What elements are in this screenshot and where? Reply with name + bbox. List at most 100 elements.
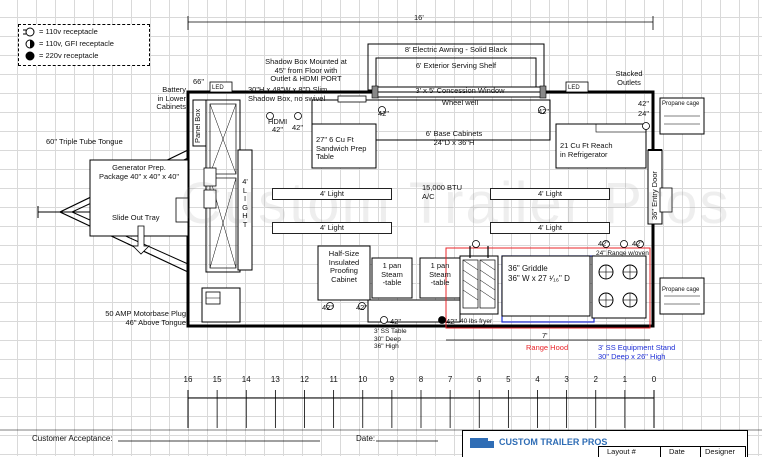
customer-acceptance-label: Customer Acceptance: (32, 434, 113, 443)
designer-label: Designer (705, 447, 736, 456)
ruler-tick-label: 5 (506, 375, 511, 384)
ruler-tick-label: 13 (270, 375, 280, 384)
height-label-3: 42" (378, 109, 390, 118)
receptacle-110v-icon (23, 27, 35, 37)
generator-box (89, 159, 189, 237)
height-label-9: 42" (446, 317, 458, 326)
receptacle-gfi-icon (25, 39, 35, 49)
layout-number-cell: Layout # (598, 446, 662, 457)
griddle (501, 255, 591, 317)
receptacle-legend: = 110v receptacle = 110v, GFI receptacle… (18, 24, 150, 66)
brand-logo-icon (470, 438, 494, 448)
steam-table-2-label: 1 pan Steam -table (429, 261, 451, 287)
proofing-label: Half-Size Insulated Proofing Cabinet (328, 249, 360, 284)
date-column-label: Date (669, 447, 685, 456)
steam-table-1 (371, 257, 413, 299)
ruler-tick-label: 1 (622, 375, 628, 384)
proofing-cabinet (317, 245, 371, 301)
light-2: 4' Light (272, 222, 392, 234)
sandwich-prep-table (311, 123, 377, 169)
griddle-label: 36" Griddle 36" W x 27 ¹⁄₁₆" D (508, 264, 570, 283)
height-label-hdmi: 42" (272, 125, 284, 134)
ruler-tick-label: 8 (418, 375, 424, 384)
height-label-6: 42" (322, 303, 334, 312)
height-66-label: 66" (193, 77, 205, 86)
height-label-10: 42" (598, 239, 610, 248)
ruler-tick-label: 15 (212, 375, 222, 384)
light-3: 4' Light (490, 188, 610, 200)
range-hood-length-label: 7' (542, 331, 548, 340)
hdmi-label: HDMI (268, 117, 288, 126)
window-label: 3' x 5' Concession Window (415, 86, 505, 95)
motorbase-label: 50 AMP Motorbase Plug 46" Above Tongue (105, 309, 186, 327)
light-4: 4' Light (490, 222, 610, 234)
ruler-tick-label: 3 (564, 375, 569, 384)
ruler-tick-label: 2 (593, 375, 598, 384)
ac-label: 15,000 BTU A/C (422, 183, 463, 201)
reach-in-label: 21 Cu Ft Reach in Refrigerator (560, 141, 613, 159)
legend-row-220v: = 220v receptacle (23, 51, 98, 61)
wheel-well-label: Wheel well (441, 98, 479, 107)
range-oven-label: 24" Range w/oven (596, 250, 649, 257)
shadow-box-label: Shadow Box Mounted at 45" from Floor wit… (265, 57, 347, 83)
range-hood-label: Range Hood (526, 343, 569, 352)
height-label-7: 42" (356, 303, 368, 312)
panel-box-label: Panel Box (193, 108, 202, 143)
ruler-tick-label: 14 (241, 375, 251, 384)
ruler-tick-label: 7 (447, 375, 453, 384)
date-cell: Date (660, 446, 702, 457)
height-label-5: 42" (638, 99, 650, 108)
ruler-tick-label: 0 (651, 375, 657, 384)
equipment-stand-label: 3' SS Equipment Stand 30" Deep x 26" Hig… (598, 343, 676, 361)
receptacle-symbols (266, 106, 650, 324)
height-label-4: 42" (538, 107, 550, 116)
battery-label: Battery in Lower Cabinets (156, 85, 186, 111)
legend-label-110v: = 110v receptacle (39, 27, 98, 36)
propane-cage-label-2: Propane cage (662, 287, 700, 293)
layout-number-label: Layout # (607, 447, 636, 456)
ruler-tick-label: 4 (535, 375, 540, 384)
receptacle-220v-icon (25, 51, 35, 61)
ruler-tick-label: 12 (300, 375, 309, 384)
entry-door-label: 36" Entry Door (650, 171, 659, 220)
base-cabinets-label: 6' Base Cabinets 24"D x 36"H (425, 129, 483, 147)
ss-table-label: 3' SS Table 30" Deep 36" High (374, 328, 407, 350)
ruler-tick-label: 9 (389, 375, 395, 384)
sandwich-prep-label: 27" 6 Cu Ft Sandwich Prep Table (316, 135, 367, 161)
vertical-light (237, 149, 253, 271)
steam-table-2 (419, 257, 461, 299)
led-label-1: LED (212, 85, 224, 91)
tongue-label: 60" Triple Tube Tongue (46, 137, 123, 146)
watermark: Custom Trailer Pros (180, 171, 731, 236)
height-label-11: 42" (632, 239, 644, 248)
range-hood-outline (445, 247, 651, 329)
base-cabinets (311, 99, 551, 141)
overall-length-label: 16' (414, 13, 424, 22)
generator-label: Generator Prep. Package 40" x 40" x 40" (98, 163, 180, 181)
slide-tray-label: Slide Out Tray (112, 213, 160, 222)
date-label: Date: (356, 434, 376, 443)
height-label-2: 42" (292, 123, 304, 132)
legend-label-220v: = 220v receptacle (39, 51, 99, 60)
shelf-label: 6' Exterior Serving Shelf (415, 61, 497, 70)
fryer-label: 40 lbs fryer (460, 318, 493, 325)
slide-out-arrow-icon (132, 225, 150, 255)
shadow-box-size-label: 30"H x 48"W x 8"D Slim Shadow Box, no sw… (248, 85, 328, 103)
propane-cage-label-1: Propane cage (662, 101, 700, 107)
range-with-oven (591, 255, 647, 319)
hand-sink (201, 287, 241, 323)
ruler-tick-label: 10 (358, 375, 368, 384)
ruler-tick-label: 16 (183, 375, 193, 384)
legend-row-gfi: = 110v, GFI receptacle (23, 39, 114, 49)
ruler-tick-label: 6 (477, 375, 482, 384)
ruler-tick-label: 11 (329, 375, 338, 384)
stacked-outlets-label: Stacked Outlets (615, 69, 643, 87)
designer-cell: Designer (700, 446, 746, 457)
light-1: 4' Light (272, 188, 392, 200)
steam-table-1-label: 1 pan Steam -table (381, 261, 403, 287)
reach-in-refrigerator (555, 123, 647, 169)
legend-label-gfi: = 110v, GFI receptacle (39, 39, 114, 48)
led-label-2: LED (568, 85, 580, 91)
